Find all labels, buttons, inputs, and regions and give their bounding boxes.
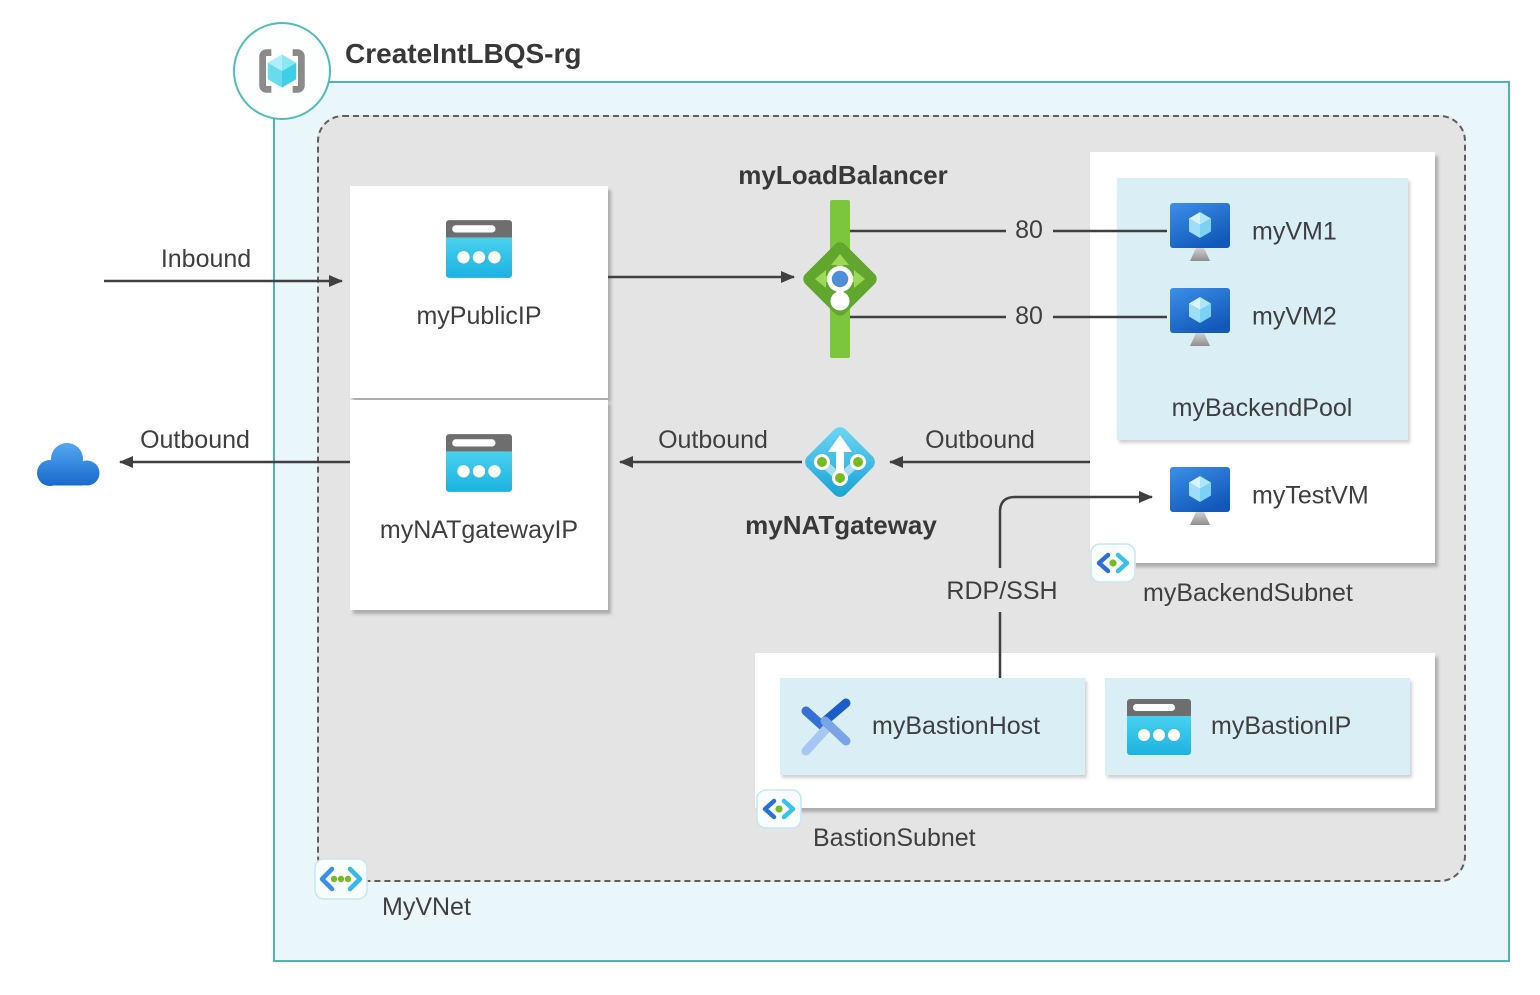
load-balancer-icon bbox=[798, 200, 882, 358]
bastion-chevrons-icon bbox=[798, 695, 854, 759]
port-80-vm1-label: 80 bbox=[1015, 216, 1043, 244]
port-80-vm2-label: 80 bbox=[1015, 302, 1043, 330]
nat-gateway-ip-node: myNATgatewayIP bbox=[350, 400, 608, 610]
virtual-machine-icon bbox=[1168, 467, 1232, 527]
public-ip-node: myPublicIP bbox=[350, 186, 608, 398]
public-ip-browser-icon bbox=[1127, 699, 1191, 755]
resource-group-title: CreateIntLBQS-rg bbox=[345, 38, 582, 69]
subnet-angle-brackets-icon bbox=[1090, 543, 1136, 583]
vnet-label: MyVNet bbox=[382, 893, 471, 921]
public-ip-label: myPublicIP bbox=[416, 302, 542, 330]
nat-gateway-icon bbox=[800, 422, 880, 502]
vm1-label: myVM1 bbox=[1252, 217, 1337, 246]
load-balancer-label: myLoadBalancer bbox=[738, 160, 948, 190]
test-vm-label: myTestVM bbox=[1252, 481, 1369, 510]
public-ip-browser-icon bbox=[446, 220, 512, 278]
bastion-host-node: myBastionHost bbox=[780, 678, 1085, 775]
cube-in-brackets-icon bbox=[251, 40, 313, 102]
backend-pool-box bbox=[1117, 178, 1408, 440]
nat-gateway-label: myNATgateway bbox=[745, 510, 937, 540]
vnet-angle-brackets-icon bbox=[314, 858, 368, 900]
rdp-ssh-label: RDP/SSH bbox=[946, 577, 1058, 605]
subnet-angle-brackets-icon bbox=[756, 789, 802, 829]
vm2-label: myVM2 bbox=[1252, 302, 1337, 331]
nat-gateway-ip-label: myNATgatewayIP bbox=[379, 516, 579, 544]
inbound-flow-label: Inbound bbox=[160, 245, 252, 273]
virtual-machine-icon bbox=[1168, 203, 1232, 263]
outbound-nat-to-ip-label: Outbound bbox=[658, 426, 768, 454]
backend-pool-label: myBackendPool bbox=[1171, 394, 1353, 422]
virtual-machine-icon bbox=[1168, 288, 1232, 348]
public-ip-browser-icon bbox=[446, 434, 512, 492]
internet-cloud-icon bbox=[33, 437, 105, 487]
outbound-subnet-to-nat-label: Outbound bbox=[925, 426, 1035, 454]
bastion-subnet-label: BastionSubnet bbox=[813, 824, 976, 852]
bastion-ip-node: myBastionIP bbox=[1105, 678, 1410, 775]
resource-group-badge bbox=[233, 22, 331, 120]
outbound-internet-label: Outbound bbox=[140, 426, 250, 454]
bastion-ip-label: myBastionIP bbox=[1211, 712, 1352, 740]
backend-subnet-label: myBackendSubnet bbox=[1143, 579, 1353, 607]
bastion-host-label: myBastionHost bbox=[872, 712, 1041, 740]
